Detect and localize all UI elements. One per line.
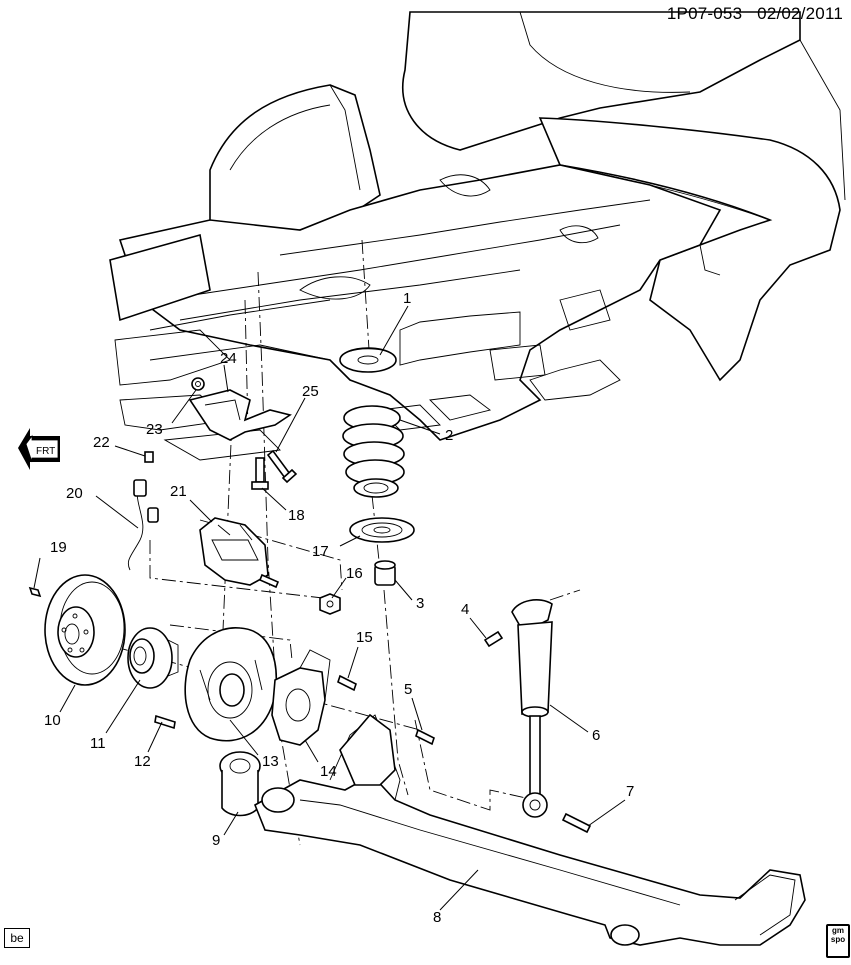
part-11-wheel-hub-bearing: [127, 627, 179, 689]
part-18-bolt: [251, 457, 269, 490]
callout-17: 17: [312, 543, 329, 560]
front-arrow-label: FRT: [36, 446, 55, 457]
part-19-screw: [28, 586, 42, 598]
part-20-wheel-speed-sensor: [127, 479, 159, 571]
callout-numbers: 1 2 3 4 5 6 7 8 9 10 11 12 13 14 15 16 1…: [44, 290, 634, 926]
callout-10: 10: [44, 712, 61, 729]
part-7-bolt: [561, 812, 592, 834]
callout-20: 20: [66, 485, 83, 502]
callout-21: 21: [170, 483, 187, 500]
callout-6: 6: [592, 727, 600, 744]
part-3-jounce-bumper: [374, 560, 396, 586]
diagram-date: 02/02/2011: [757, 4, 843, 23]
part-22-bolt: [144, 451, 154, 463]
callout-8: 8: [433, 909, 441, 926]
part-4-bolt: [483, 630, 504, 648]
callout-11: 11: [90, 735, 106, 752]
callout-leaders: [33, 305, 626, 911]
part-25-bolt: [266, 449, 298, 484]
corner-badge: be: [4, 928, 30, 948]
callout-25: 25: [302, 383, 319, 400]
callout-1: 1: [403, 290, 411, 307]
callout-18: 18: [288, 507, 305, 524]
callout-14: 14: [320, 763, 337, 780]
callout-16: 16: [346, 565, 363, 582]
callout-9: 9: [212, 832, 220, 849]
callout-22: 22: [93, 434, 110, 451]
part-10-brake-rotor: [44, 574, 126, 686]
callout-19: 19: [50, 539, 67, 556]
callout-15: 15: [356, 629, 373, 646]
part-24-bracket: [188, 389, 292, 441]
part-9-bushing: [219, 751, 261, 817]
part-5-bolt: [415, 728, 435, 746]
part-14-bracket: [271, 649, 331, 746]
part-15-bolt: [337, 674, 357, 692]
callout-24: 24: [220, 350, 237, 367]
part-12-stud: [154, 714, 176, 730]
part-1-spring-upper-insulator: [339, 347, 397, 373]
part-8-rear-axle: [253, 713, 806, 946]
part-6-shock-absorber: [511, 599, 553, 818]
front-arrow-icon: FRT: [18, 428, 60, 470]
callout-23: 23: [146, 421, 163, 438]
callout-12: 12: [134, 753, 151, 770]
part-13-brake-shield: [184, 627, 277, 742]
callout-5: 5: [404, 681, 412, 698]
callout-3: 3: [416, 595, 424, 612]
part-2-coil-spring: [342, 405, 405, 498]
part-23-nut: [191, 377, 205, 391]
callout-4: 4: [461, 601, 469, 618]
callout-13: 13: [262, 753, 279, 770]
part-16-nut: [319, 593, 341, 615]
part-21-brake-caliper: [199, 517, 280, 589]
callout-2: 2: [445, 427, 453, 444]
diagram-header: 1P07-053 02/02/2011: [657, 4, 843, 24]
callout-7: 7: [626, 783, 634, 800]
diagram-id: 1P07-053: [666, 4, 743, 23]
gm-spo-logo: gm spo: [826, 924, 850, 958]
vehicle-underbody: [109, 11, 846, 461]
part-17-spring-lower-insulator: [349, 517, 415, 543]
